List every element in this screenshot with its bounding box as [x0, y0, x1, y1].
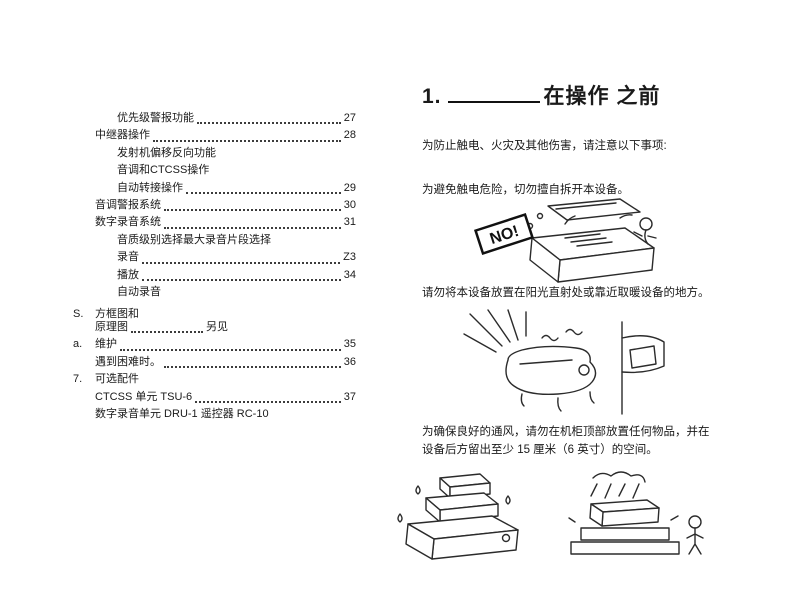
intro-paragraph: 为防止触电、火灾及其他伤害，请注意以下事项:	[422, 140, 667, 152]
toc-entry-label: 音调警报系统	[95, 199, 161, 212]
toc-entry-label: 录音	[117, 251, 139, 264]
sweating-unit-illustration	[545, 470, 713, 565]
toc-entry-label: 音调和CTCSS操作	[117, 164, 210, 177]
warning-sunlight-paragraph: 请勿将本设备放置在阳光直射处或靠近取暖设备的地方。	[422, 287, 710, 299]
toc-entry-label: 可选配件	[95, 373, 139, 386]
toc-leader-dots	[120, 348, 341, 351]
toc-entry: 优先级警报功能 27	[73, 110, 356, 127]
toc-page-number: 34	[343, 268, 356, 281]
toc-page-number: 35	[343, 338, 356, 351]
sunlight-cartoon	[463, 309, 665, 415]
warning-ventilation-paragraph: 为确保良好的通风，请勿在机柜顶部放置任何物品，并在设备后方留出至少 15 厘米（…	[422, 426, 710, 456]
toc-leader-dots	[164, 366, 341, 369]
toc-entry-label: 原理图	[95, 320, 128, 333]
toc-entry-label: 中继器操作	[95, 129, 150, 142]
toc-entry: 中继器操作 28	[73, 127, 356, 144]
toc-entry-label: 数字录音单元 DRU-1 遥控器 RC-10	[95, 407, 269, 420]
toc-entry-label: 播放	[117, 268, 139, 281]
warning-no-open-paragraph: 为避免触电危险，切勿擅自拆开本设备。	[422, 184, 629, 196]
toc-page-number: 另见	[206, 320, 228, 333]
toc-entry-label: 数字录音系统	[95, 216, 161, 229]
toc-page-number: 29	[343, 181, 356, 194]
toc-entry: 音调和CTCSS操作	[73, 162, 356, 179]
no-open-illustration: NO!	[470, 196, 665, 288]
toc-entry-label: CTCSS 单元 TSU-6	[95, 390, 193, 403]
toc-entry-label: 发射机偏移反向功能	[117, 146, 216, 159]
toc-page-number: 31	[343, 216, 356, 229]
toc-entry-label: 音质级别选择最大录音片段选择	[117, 233, 271, 246]
toc-entry-number: a.	[73, 338, 83, 351]
toc-entry-label: 优先级警报功能	[117, 112, 194, 124]
toc-entry: 音质级别选择最大录音片段选择	[73, 232, 356, 249]
toc-leader-dots	[153, 139, 341, 142]
toc-entry: CTCSS 单元 TSU-6 37	[73, 389, 356, 406]
toc-page-number: 37	[343, 390, 356, 403]
section-number: 1.	[422, 85, 442, 108]
toc-entry: 遇到困难时。 36	[73, 354, 356, 371]
toc-page-number: Z3	[343, 251, 356, 264]
model-blank-line	[447, 98, 540, 103]
toc-entry-label: 遇到困难时。	[95, 355, 161, 368]
section-title: 在操作 之前	[543, 85, 661, 108]
toc-entry: 音调警报系统 30	[73, 197, 356, 214]
toc-entry-label: 方框图和	[95, 308, 139, 321]
toc-entry-label: 自动转接操作	[117, 181, 183, 194]
toc-page-number: 28	[343, 129, 356, 142]
toc-entry-label: 维护	[95, 338, 117, 351]
toc-leader-dots	[142, 261, 341, 264]
toc-entry: 数字录音单元 DRU-1 遥控器 RC-10	[73, 406, 356, 423]
toc-entry: 自动录音	[73, 284, 356, 301]
toc-page-number: 27	[343, 112, 356, 124]
toc-leader-dots	[142, 279, 341, 282]
toc-entry: 发射机偏移反向功能	[73, 145, 356, 162]
toc-entry: 数字录音系统 31	[73, 214, 356, 231]
toc-page-number: 36	[343, 355, 356, 368]
table-of-contents: 优先级警报功能 27 中继器操作 28 发射机偏移反向功能 音调和CTCSS操作…	[73, 110, 356, 423]
toc-entry: 播放 34	[73, 267, 356, 284]
sunlight-illustration	[462, 308, 670, 420]
toc-entry: 7. 可选配件	[73, 371, 356, 388]
toc-leader-dots	[164, 209, 341, 212]
toc-leader-dots	[164, 226, 341, 229]
toc-entry: 原理图 另见	[73, 319, 356, 336]
toc-entry-number: 7.	[73, 373, 83, 386]
toc-leader-dots	[131, 331, 203, 334]
toc-entry-number: S.	[73, 308, 84, 321]
toc-entry: 自动转接操作 29	[73, 180, 356, 197]
sweating-unit-cartoon	[568, 471, 704, 555]
toc-page-number: 30	[343, 199, 356, 212]
toc-leader-dots	[195, 400, 341, 403]
toc-leader-dots	[186, 192, 341, 195]
no-open-cartoon: NO!	[473, 198, 657, 283]
toc-entry: a. 维护 35	[73, 336, 356, 353]
stacked-objects-cartoon	[397, 473, 519, 560]
toc-entry: S. 方框图和	[73, 306, 356, 323]
toc-entry-label: 自动录音	[117, 286, 161, 299]
stacked-objects-illustration	[388, 466, 528, 566]
section-heading: 1. 在操作 之前	[422, 80, 660, 110]
toc-leader-dots	[197, 122, 341, 125]
toc-entry: 录音 Z3	[73, 249, 356, 266]
